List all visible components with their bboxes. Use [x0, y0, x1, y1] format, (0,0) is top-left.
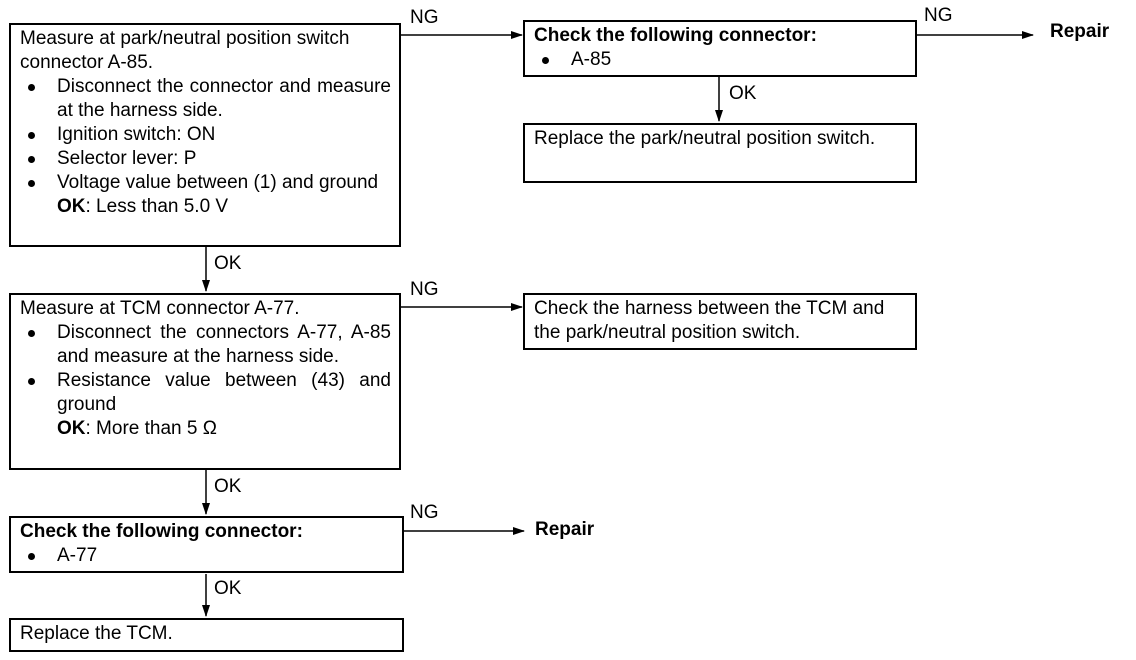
- connector-list: A-77: [20, 544, 394, 568]
- ok-criterion: OK: More than 5 Ω: [20, 417, 391, 441]
- step-check-harness: Check the harness between the TCM and th…: [523, 293, 917, 350]
- step-replace-switch: Replace the park/neutral position switch…: [523, 123, 917, 183]
- step-text: Replace the TCM.: [20, 623, 173, 644]
- ng-label: NG: [924, 5, 953, 26]
- connector-item: A-77: [20, 544, 394, 568]
- connector-list: A-85: [534, 48, 907, 72]
- ng-label: NG: [410, 279, 439, 300]
- ng-label: NG: [410, 502, 439, 523]
- instruction-list: Disconnect the connectors A-77, A-85 and…: [20, 321, 391, 417]
- ok-criterion-value: : More than 5 Ω: [85, 418, 217, 439]
- step-measure-tcm-connector: Measure at TCM connector A-77. Disconnec…: [9, 293, 401, 470]
- step-heading-line: Measure at park/neutral position switch: [20, 28, 350, 49]
- ok-criterion-value: : Less than 5.0 V: [85, 196, 229, 217]
- instruction-item: Disconnect the connector and measure at …: [20, 75, 391, 123]
- repair-label: Repair: [1050, 21, 1110, 42]
- step-text: Replace the park/neutral position switch…: [534, 128, 876, 149]
- ok-label: OK: [729, 83, 757, 104]
- step-heading-line: Measure at TCM connector A-77.: [20, 298, 300, 319]
- connector-item: A-85: [534, 48, 907, 72]
- instruction-list: Disconnect the connector and measure at …: [20, 75, 391, 195]
- repair-label: Repair: [535, 519, 595, 540]
- instruction-item: Voltage value between (1) and ground: [20, 171, 391, 195]
- step-replace-tcm: Replace the TCM.: [9, 618, 404, 652]
- instruction-item: Resistance value between (43) and ground: [20, 369, 391, 417]
- ok-label: OK: [214, 578, 242, 599]
- ok-label: OK: [214, 476, 242, 497]
- ok-label: OK: [214, 253, 242, 274]
- step-title: Check the following connector:: [534, 25, 817, 46]
- instruction-item: Ignition switch: ON: [20, 123, 391, 147]
- ok-criterion-label: OK: [57, 196, 86, 217]
- step-title: Check the following connector:: [20, 521, 303, 542]
- step-text: Check the harness between the TCM and th…: [534, 298, 885, 343]
- instruction-item: Selector lever: P: [20, 147, 391, 171]
- ok-criterion: OK: Less than 5.0 V: [20, 195, 391, 219]
- instruction-item: Disconnect the connectors A-77, A-85 and…: [20, 321, 391, 369]
- step-measure-park-neutral-switch: Measure at park/neutral position switch …: [9, 23, 401, 247]
- step-check-connector-a85: Check the following connector: A-85: [523, 20, 917, 77]
- ng-label: NG: [410, 7, 439, 28]
- ok-criterion-label: OK: [57, 418, 86, 439]
- step-check-connector-a77: Check the following connector: A-77: [9, 516, 404, 573]
- step-heading-line: connector A-85.: [20, 52, 154, 73]
